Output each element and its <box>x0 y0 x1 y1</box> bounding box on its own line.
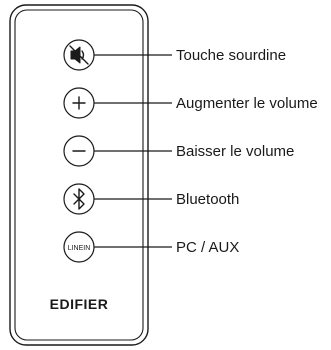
leader-lines <box>94 54 172 248</box>
remote-body <box>9 4 149 346</box>
bluetooth-button[interactable] <box>63 183 95 215</box>
mute-speaker-icon <box>69 45 89 65</box>
label-volume-down: Baisser le volume <box>176 143 294 160</box>
label-line-in: PC / AUX <box>176 239 239 256</box>
label-volume-up: Augmenter le volume <box>176 95 318 112</box>
volume-up-button[interactable] <box>63 87 95 119</box>
label-bluetooth: Bluetooth <box>176 191 239 208</box>
brand-logo: EDIFIER <box>50 296 109 312</box>
mute-button[interactable] <box>63 39 95 71</box>
line-in-icon: LINEIN <box>68 245 91 252</box>
plus-icon <box>72 96 86 110</box>
label-mute: Touche sourdine <box>176 47 286 64</box>
bluetooth-icon <box>73 188 85 210</box>
line-in-button[interactable]: LINEIN <box>63 231 95 263</box>
volume-down-button[interactable] <box>63 135 95 167</box>
